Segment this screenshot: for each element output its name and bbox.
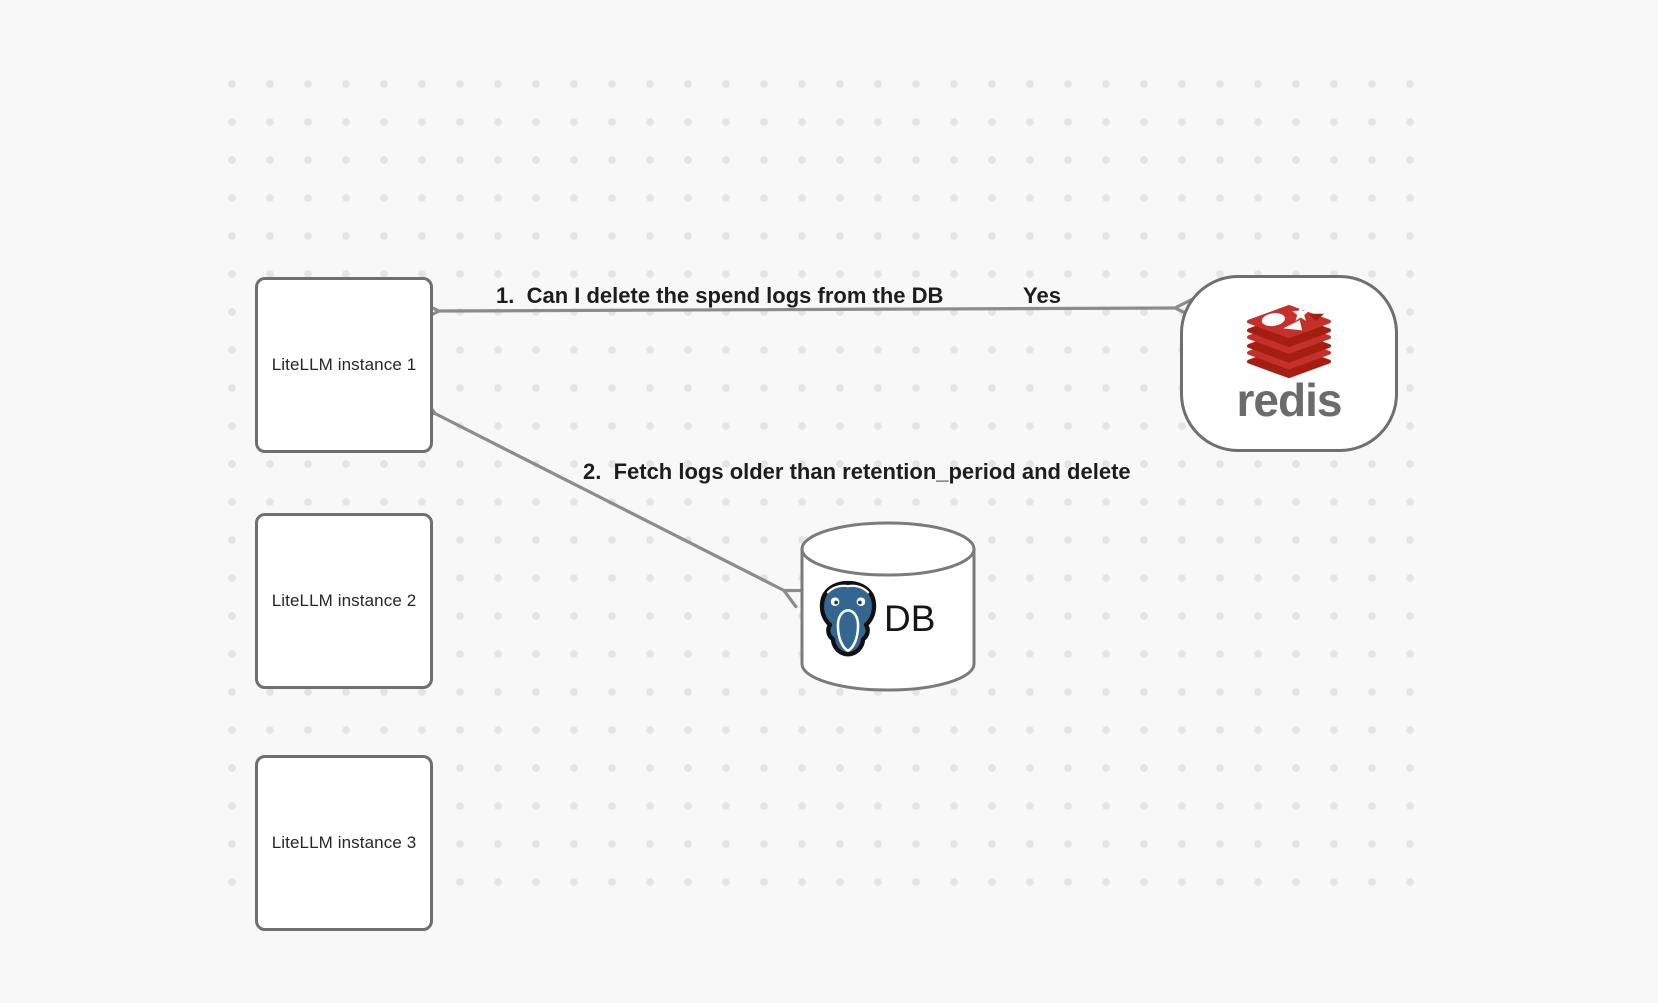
node-litellm-instance-1[interactable]: LiteLLM instance 1 [255, 277, 433, 453]
redis-wordmark: redis [1236, 373, 1343, 426]
edge2-label[interactable]: 2. Fetch logs older than retention_perio… [583, 459, 1131, 484]
edge-redis-instance1[interactable] [419, 297, 1195, 322]
node-litellm-instance-3[interactable]: LiteLLM instance 3 [255, 755, 433, 931]
node-redis[interactable]: redis [1180, 275, 1398, 452]
edge1-label[interactable]: 1. Can I delete the spend logs from the … [496, 283, 944, 308]
db-label: DB [884, 598, 936, 639]
node-litellm-instance-2[interactable]: LiteLLM instance 2 [255, 513, 433, 689]
litellm-instance-2-label: LiteLLM instance 2 [271, 591, 417, 610]
redis-logo-icon [1247, 304, 1331, 378]
postgresql-logo-icon [819, 580, 877, 657]
litellm-instance-3-label: LiteLLM instance 3 [271, 833, 417, 852]
edge1-response-label[interactable]: Yes [1023, 283, 1061, 308]
edge-instance1-db[interactable] [413, 395, 806, 609]
litellm-instance-1-label: LiteLLM instance 1 [271, 355, 417, 374]
